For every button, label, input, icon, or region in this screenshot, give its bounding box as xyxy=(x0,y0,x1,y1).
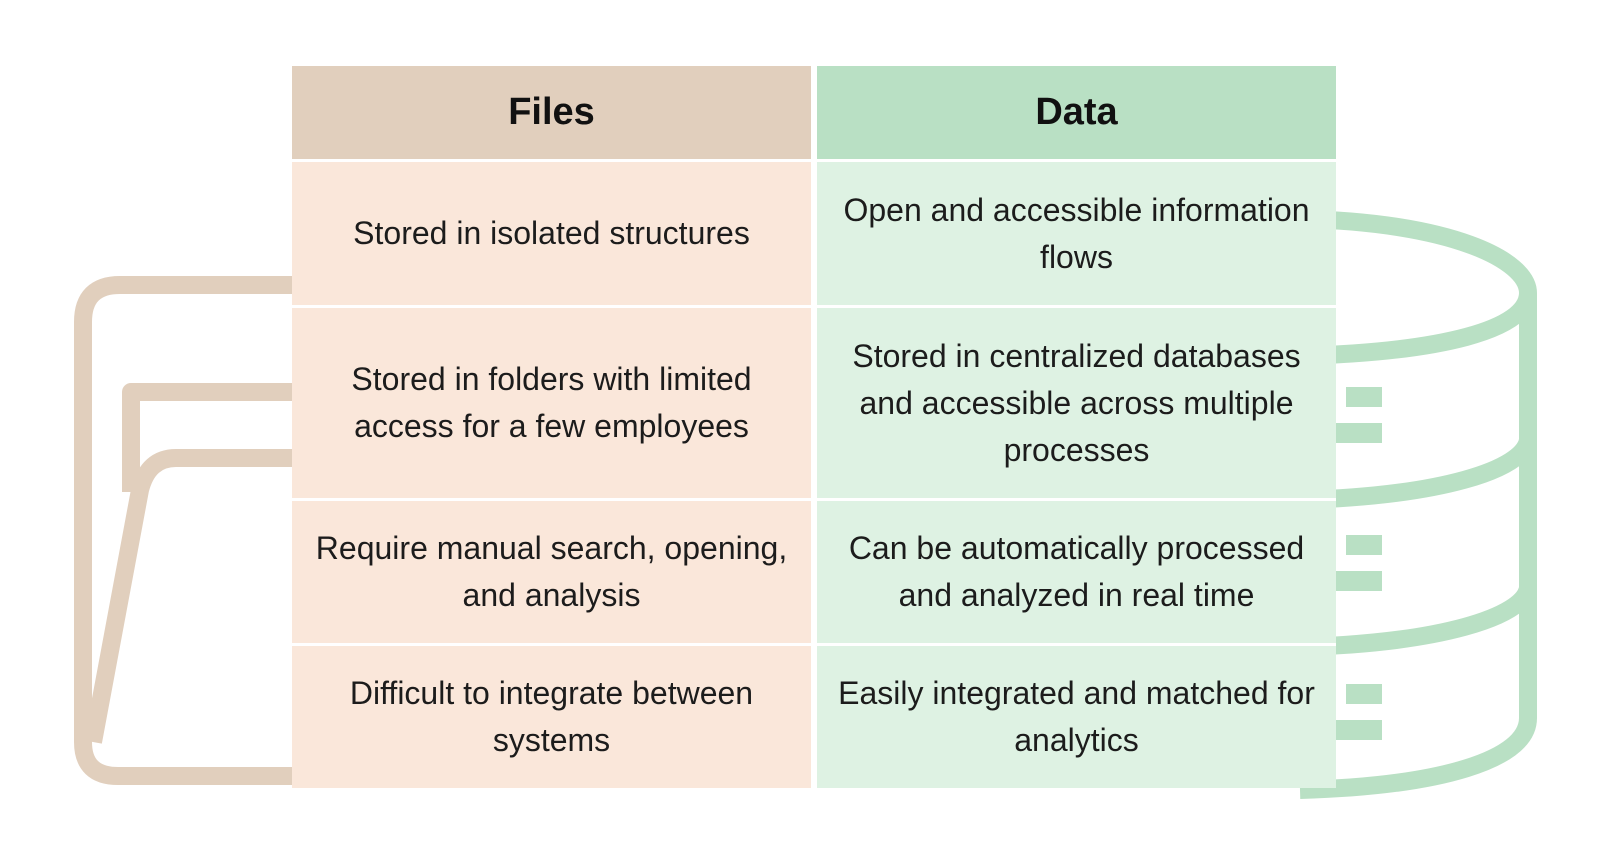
data-cell-row-1: Open and accessible information flows xyxy=(817,162,1336,305)
files-cell-row-4: Difficult to integrate between systems xyxy=(292,646,811,788)
data-cell-row-2: Stored in centralized databases and acce… xyxy=(817,308,1336,498)
comparison-table: Files Data Stored in isolated structures… xyxy=(292,66,1336,788)
data-column-header: Data xyxy=(817,66,1336,159)
files-column-header: Files xyxy=(292,66,811,159)
data-cell-row-4: Easily integrated and matched for analyt… xyxy=(817,646,1336,788)
files-cell-row-2: Stored in folders with limited access fo… xyxy=(292,308,811,498)
files-cell-row-1: Stored in isolated structures xyxy=(292,162,811,305)
files-cell-row-3: Require manual search, opening, and anal… xyxy=(292,501,811,643)
data-cell-row-3: Can be automatically processed and analy… xyxy=(817,501,1336,643)
